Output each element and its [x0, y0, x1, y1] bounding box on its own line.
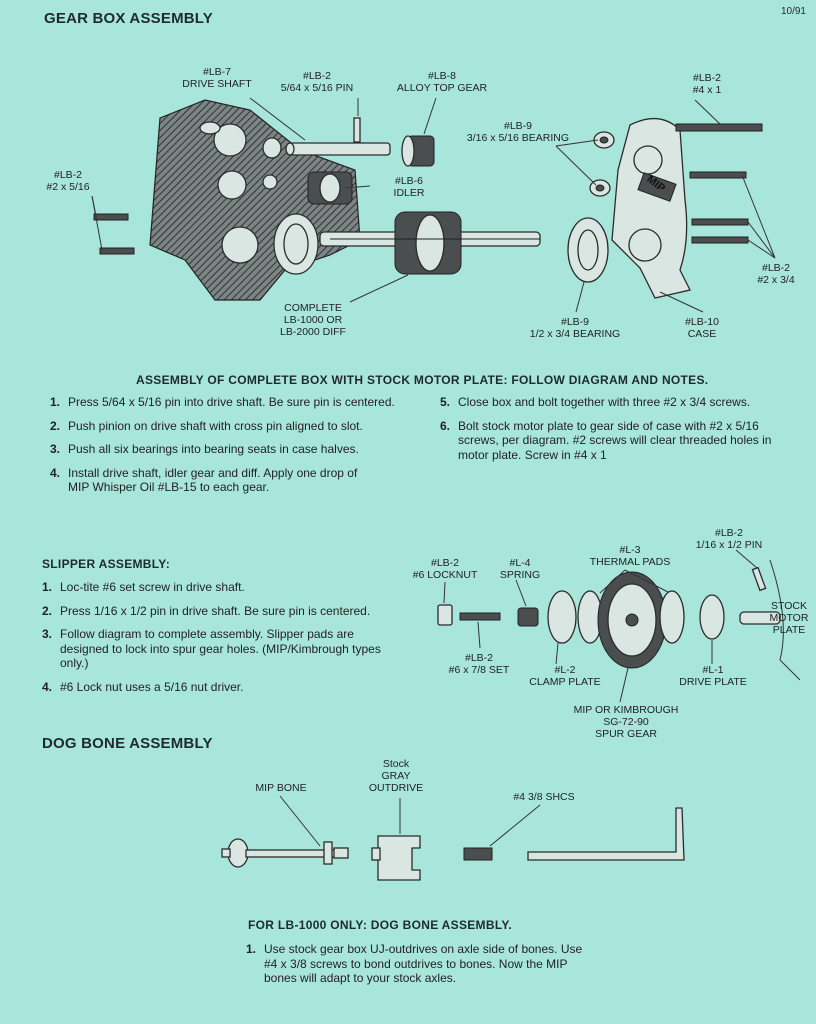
- list-item: 3.Push all six bearings into bearing sea…: [50, 442, 359, 456]
- slipper-title: SLIPPER ASSEMBLY:: [42, 557, 171, 571]
- lb1000-title: FOR LB-1000 ONLY: DOG BONE ASSEMBLY.: [248, 918, 512, 932]
- list-item: 1.Loc-tite #6 set screw in drive shaft.: [42, 580, 245, 594]
- list-item: 3.Follow diagram to complete assembly. S…: [42, 627, 381, 670]
- dogbone-title: DOG BONE ASSEMBLY: [42, 735, 213, 752]
- drive-shaft-drawing: [285, 142, 391, 156]
- dogbone-drawing: [221, 807, 685, 881]
- pin-drawing: [353, 117, 361, 143]
- gearbox-title: GEAR BOX ASSEMBLY: [44, 10, 213, 27]
- label-screw-2x516: #LB-2#2 x 5/16: [46, 169, 90, 193]
- list-item: 5.Close box and bolt together with three…: [440, 395, 751, 409]
- slipper-leader-lines: [443, 549, 758, 703]
- dogbone-steps: 1.Use stock gear box UJ-outdrives on axl…: [246, 942, 594, 995]
- bearings-316-drawing: [589, 131, 615, 197]
- label-locknut: #LB-2#6 LOCKNUT: [412, 557, 478, 581]
- gearbox-steps-right: 5.Close box and bolt together with three…: [440, 395, 790, 471]
- assembly-title: ASSEMBLY OF COMPLETE BOX WITH STOCK MOTO…: [136, 373, 709, 387]
- list-item: 1.Use stock gear box UJ-outdrives on axl…: [246, 942, 583, 985]
- list-item: 1.Press 5/64 x 5/16 pin into drive shaft…: [50, 395, 395, 409]
- label-mip-bone: MIP BONE: [255, 782, 307, 794]
- list-item: 6.Bolt stock motor plate to gear side of…: [440, 418, 772, 462]
- screws-2x516-drawing: [93, 213, 135, 255]
- gearbox-leader-lines: [91, 97, 776, 313]
- label-shcs: #4 3/8 SHCS: [513, 791, 575, 803]
- case-drawing: [611, 118, 691, 299]
- gearbox-steps-left: 1.Press 5/64 x 5/16 pin into drive shaft…: [50, 395, 410, 504]
- dogbone-leader-lines: [279, 795, 541, 847]
- label-screw-4x1: #LB-2#4 x 1: [692, 72, 722, 96]
- label-set-screw: #LB-2#6 x 7/8 SET: [448, 652, 510, 676]
- list-item: 2.Press 1/16 x 1/2 pin in drive shaft. B…: [42, 603, 371, 618]
- bearing-left-drawing: [273, 213, 319, 275]
- list-item: 2.Push pinion on drive shaft with cross …: [50, 418, 363, 433]
- list-item: 4.#6 Lock nut uses a 5/16 nut driver.: [42, 679, 244, 694]
- page-date: 10/91: [780, 6, 806, 17]
- diff-drawing: [319, 211, 541, 275]
- slipper-steps: 1.Loc-tite #6 set screw in drive shaft. …: [42, 580, 402, 703]
- top-gear-drawing: [401, 135, 435, 167]
- label-screw-2x34: #LB-2#2 x 3/4: [757, 262, 795, 286]
- slipper-drawing: [437, 559, 801, 681]
- idler-drawing: [307, 171, 353, 205]
- screws-right-drawing: [675, 123, 763, 244]
- list-item: 4.Install drive shaft, idler gear and di…: [50, 465, 358, 495]
- bearing-12-drawing: [567, 217, 609, 283]
